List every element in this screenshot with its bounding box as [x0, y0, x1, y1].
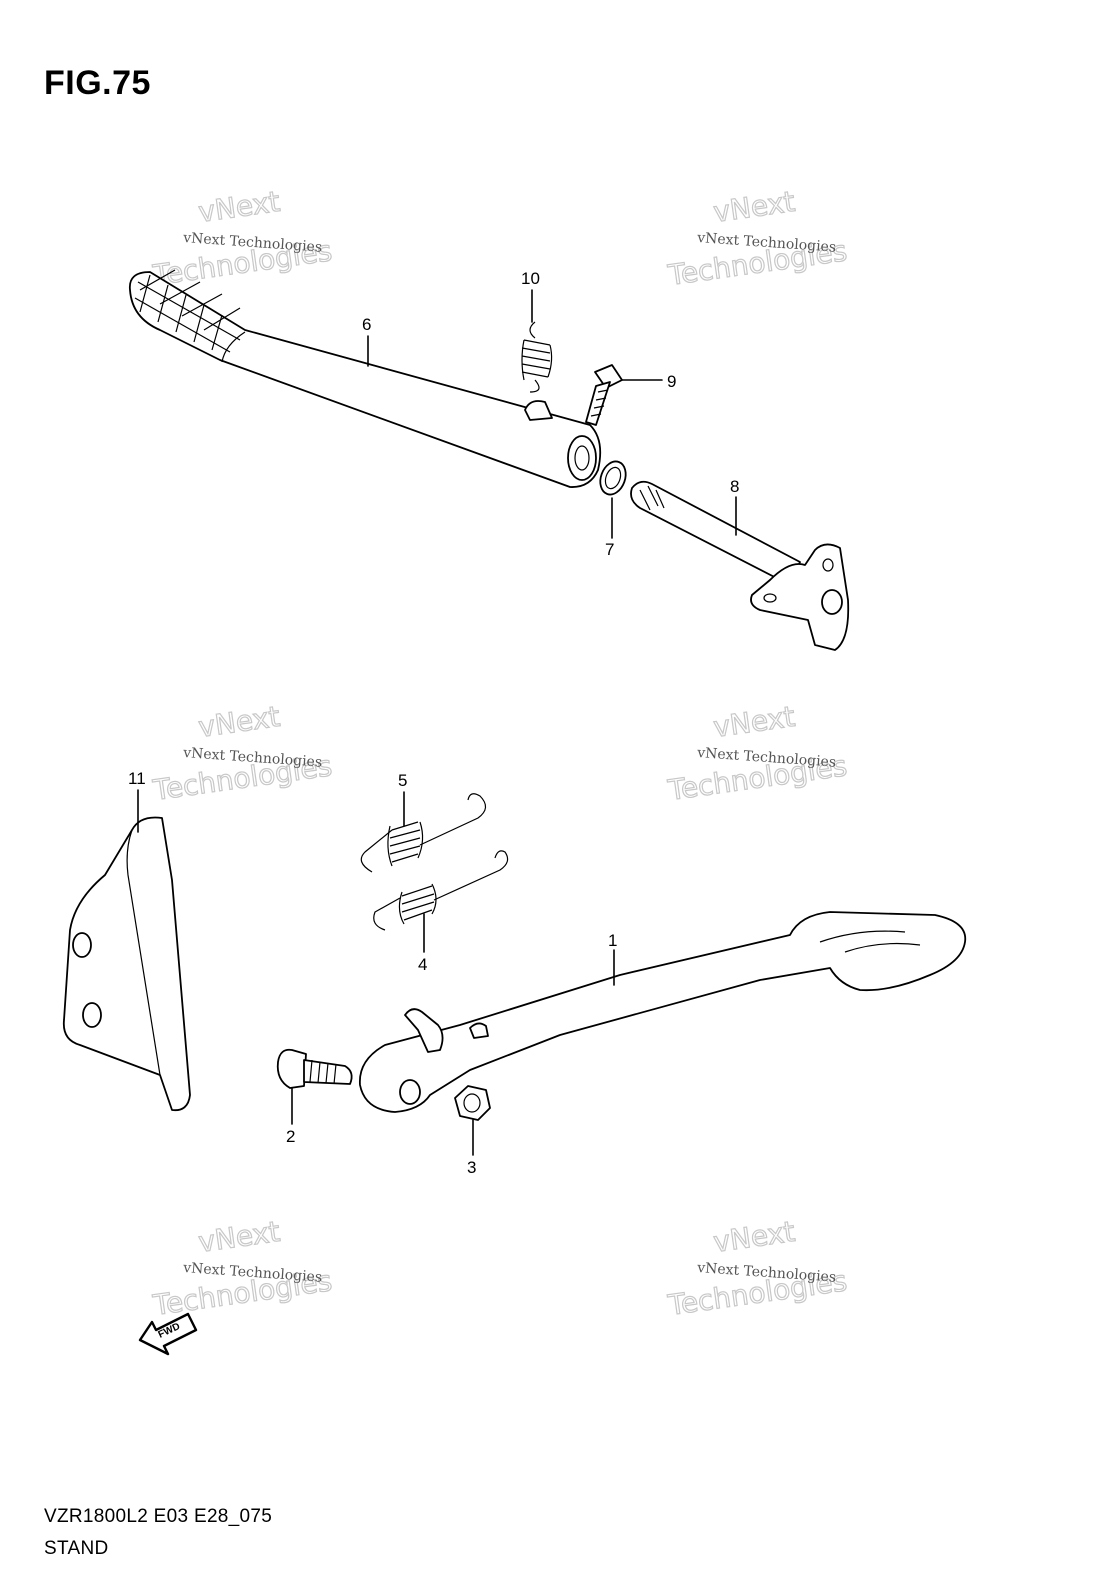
callout-7: 7 — [605, 540, 614, 559]
svg-text:vNext: vNext — [196, 185, 282, 229]
callout-9: 9 — [667, 372, 676, 391]
figure-title: FIG.75 — [44, 64, 151, 102]
part-1-side-stand — [359, 911, 967, 1113]
svg-text:vNext: vNext — [711, 185, 797, 229]
callout-6: 6 — [362, 315, 371, 334]
part-3-nut — [454, 1085, 491, 1121]
watermark-mid-left: vNext Technologies vNext Technologies — [150, 699, 335, 807]
part-9-bolt — [585, 364, 623, 426]
callout-8: 8 — [730, 477, 739, 496]
watermark-top-left: vNext Technologies vNext Technologies — [150, 184, 335, 292]
callout-4: 4 — [418, 955, 427, 974]
diagram-name: STAND — [44, 1538, 109, 1559]
part-11-bracket — [62, 816, 191, 1112]
part-10-spring — [521, 321, 553, 393]
callout-1: 1 — [608, 931, 617, 950]
watermark-top-right: vNext Technologies vNext Technologies — [665, 184, 850, 292]
svg-text:vNext: vNext — [196, 1215, 282, 1259]
watermark-bottom-right: vNext Technologies vNext Technologies — [665, 1214, 850, 1322]
part-6-stand-arm — [128, 269, 602, 488]
part-4-spring — [373, 850, 509, 931]
diagram-code: VZR1800L2 E03 E28_075 — [44, 1506, 273, 1527]
knurled-grip — [134, 269, 241, 353]
leader-lines — [137, 289, 737, 1156]
svg-text:vNext: vNext — [711, 1215, 797, 1259]
svg-text:vNext: vNext — [711, 700, 797, 744]
part-8-shaft-bracket — [630, 480, 850, 651]
callout-10: 10 — [521, 269, 540, 288]
svg-text:vNext: vNext — [196, 700, 282, 744]
part-7-washer — [599, 460, 627, 496]
callout-3: 3 — [467, 1158, 476, 1177]
callout-numbers: 6 10 9 7 8 11 5 4 1 2 3 — [128, 269, 739, 1177]
part-2-bolt — [276, 1048, 353, 1089]
callout-2: 2 — [286, 1127, 295, 1146]
callout-5: 5 — [398, 771, 407, 790]
fwd-arrow-icon: FWD — [138, 1312, 198, 1356]
callout-11: 11 — [128, 769, 146, 788]
watermark-bottom-left: vNext Technologies vNext Technologies — [150, 1214, 335, 1322]
watermark-mid-right: vNext Technologies vNext Technologies — [665, 699, 850, 807]
part-5-spring — [360, 793, 487, 873]
